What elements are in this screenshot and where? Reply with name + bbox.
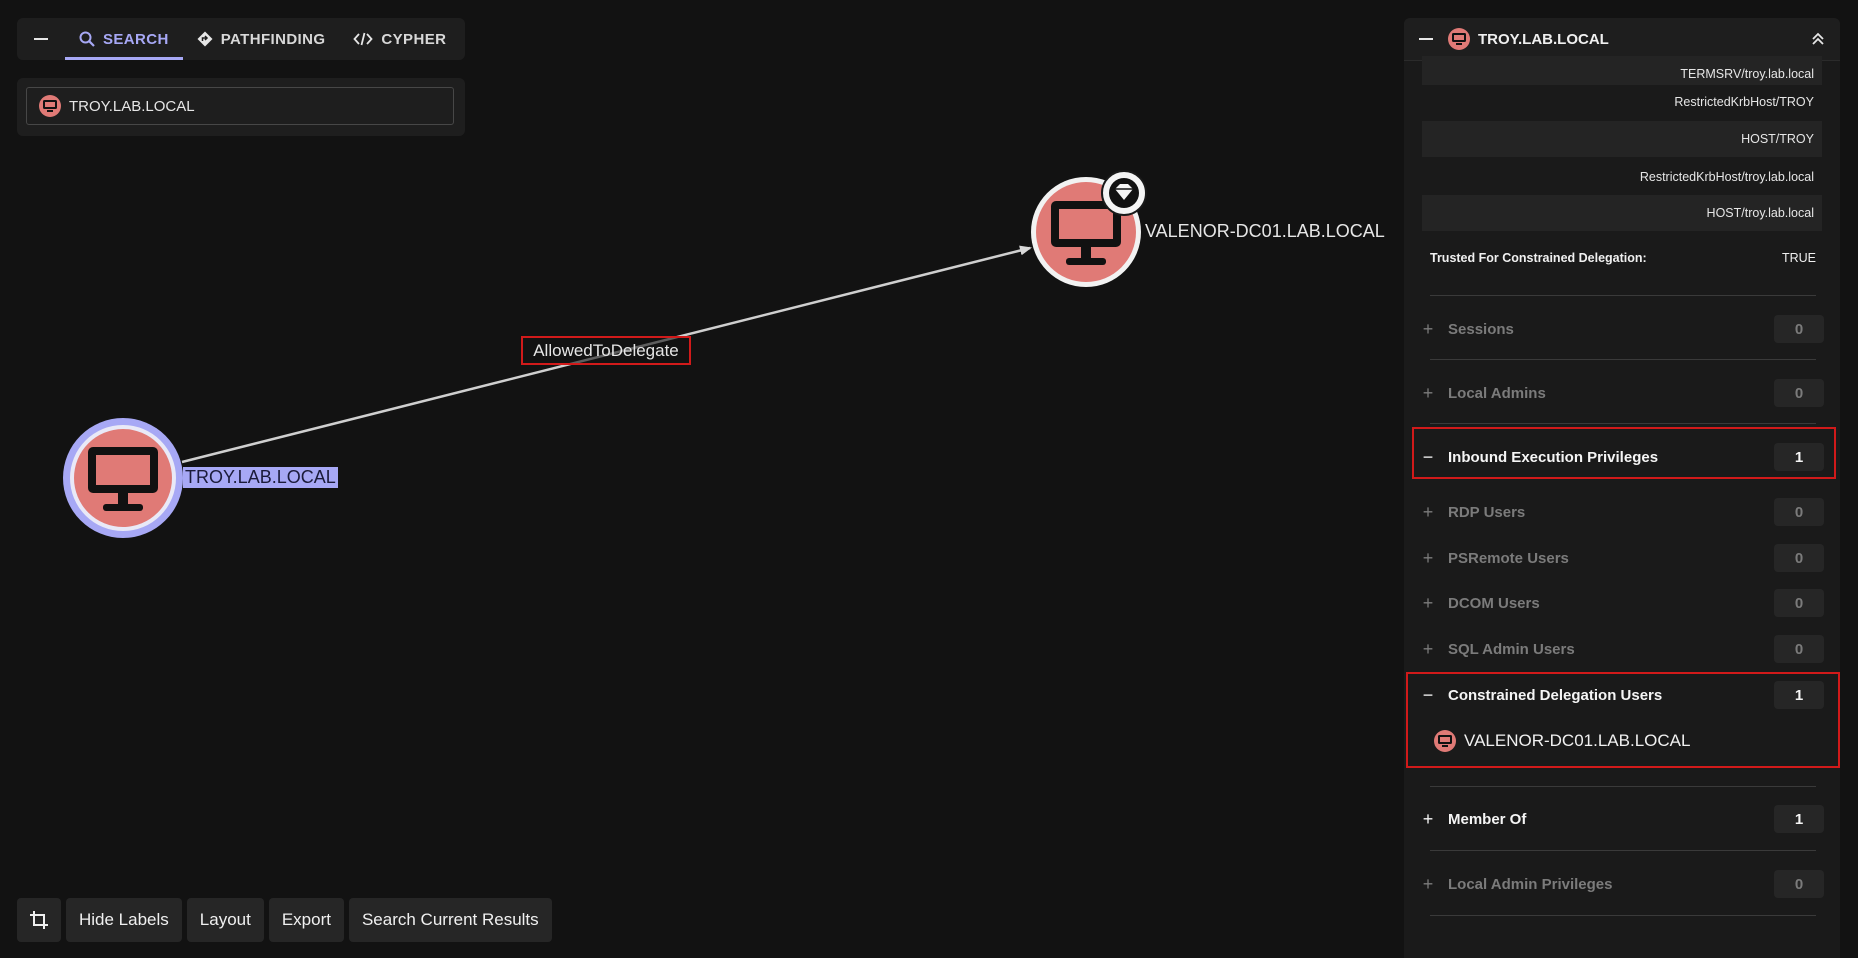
node-troy[interactable] — [63, 418, 183, 538]
section-sql-admin-users[interactable]: + SQL Admin Users 0 — [1404, 629, 1840, 669]
section-psremote-users[interactable]: + PSRemote Users 0 — [1404, 538, 1840, 578]
entity-panel: TROY.LAB.LOCAL TERMSRV/troy.lab.local Re… — [1404, 18, 1840, 958]
spn-row: RestrictedKrbHost/TROY — [1674, 95, 1814, 109]
diamond-badge-icon — [1101, 170, 1147, 216]
section-label: Inbound Execution Privileges — [1448, 448, 1659, 466]
divider — [1430, 295, 1816, 296]
section-count: 1 — [1774, 681, 1824, 709]
code-icon — [353, 32, 374, 46]
spn-row: RestrictedKrbHost/troy.lab.local — [1639, 170, 1814, 184]
chevron-double-up-icon — [1812, 32, 1824, 45]
edge-label[interactable]: AllowedToDelegate — [521, 336, 691, 365]
section-count: 0 — [1774, 379, 1824, 407]
computer-icon — [1434, 730, 1456, 752]
search-icon — [79, 31, 95, 47]
hide-labels-button[interactable]: Hide Labels — [66, 898, 182, 942]
minus-icon: − — [1422, 684, 1434, 705]
minus-icon — [1419, 38, 1433, 40]
section-count: 0 — [1774, 589, 1824, 617]
plus-icon: + — [1422, 873, 1434, 894]
search-input[interactable]: TROY.LAB.LOCAL — [26, 87, 454, 125]
section-count: 1 — [1774, 443, 1824, 471]
section-count: 0 — [1774, 870, 1824, 898]
collapse-all-button[interactable] — [1796, 32, 1840, 46]
edge-label-text: AllowedToDelegate — [533, 340, 679, 360]
graph-canvas[interactable]: TROY.LAB.LOCAL VALENOR-DC01.LAB.LOCAL Al… — [0, 0, 1400, 958]
plus-icon: + — [1422, 638, 1434, 659]
section-count: 1 — [1774, 805, 1824, 833]
section-count: 0 — [1774, 498, 1824, 526]
section-rdp-users[interactable]: + RDP Users 0 — [1404, 492, 1840, 532]
section-local-admin-privileges[interactable]: + Local Admin Privileges 0 — [1404, 864, 1840, 904]
crop-button[interactable] — [17, 898, 61, 942]
divider — [1430, 359, 1816, 360]
spn-row: HOST/TROY — [1422, 121, 1822, 157]
section-label: RDP Users — [1448, 503, 1526, 521]
spn-row: TERMSRV/troy.lab.local — [1422, 56, 1822, 85]
export-button[interactable]: Export — [268, 898, 344, 942]
tab-cypher[interactable]: CYPHER — [339, 18, 460, 60]
section-label: Local Admin Privileges — [1448, 875, 1613, 893]
computer-icon — [39, 95, 61, 117]
layout-button[interactable]: Layout — [186, 898, 264, 942]
computer-icon — [1051, 201, 1121, 265]
tab-pathfinding[interactable]: PATHFINDING — [183, 18, 340, 60]
node-label-valenor-dc01: VALENOR-DC01.LAB.LOCAL — [1145, 221, 1385, 241]
panel-title: TROY.LAB.LOCAL — [1478, 30, 1609, 48]
search-card: SEARCH PATHFINDING CYPHER — [17, 18, 465, 60]
graph-toolbar: Hide Labels Layout Export Search Current… — [17, 898, 552, 942]
trusted-delegation-label: Trusted For Constrained Delegation: — [1430, 251, 1647, 265]
plus-icon: + — [1422, 592, 1434, 613]
computer-icon — [1448, 28, 1470, 50]
collapse-panel-button[interactable] — [1404, 18, 1448, 60]
divider — [1430, 915, 1816, 916]
section-dcom-users[interactable]: + DCOM Users 0 — [1404, 583, 1840, 623]
tab-pathfinding-label: PATHFINDING — [220, 30, 326, 48]
section-count: 0 — [1774, 315, 1824, 343]
divider — [1430, 786, 1816, 787]
divider — [1430, 850, 1816, 851]
section-label: Member Of — [1448, 810, 1527, 828]
section-label: Sessions — [1448, 320, 1514, 338]
section-label: Constrained Delegation Users — [1448, 686, 1663, 704]
section-label: Local Admins — [1448, 384, 1546, 402]
section-label: PSRemote Users — [1448, 549, 1569, 567]
plus-icon: + — [1422, 318, 1434, 339]
graph-svg — [63, 170, 1147, 538]
minus-icon: − — [1422, 446, 1434, 467]
tab-search-label: SEARCH — [103, 30, 169, 48]
search-input-card: TROY.LAB.LOCAL — [17, 78, 465, 136]
pathfinding-icon — [197, 31, 213, 47]
computer-icon — [88, 447, 158, 511]
constrained-delegation-user-label: VALENOR-DC01.LAB.LOCAL — [1464, 731, 1691, 750]
section-count: 0 — [1774, 635, 1824, 663]
tab-cypher-label: CYPHER — [381, 30, 447, 48]
plus-icon: + — [1422, 382, 1434, 403]
section-sessions[interactable]: + Sessions 0 — [1404, 309, 1840, 349]
section-local-admins[interactable]: + Local Admins 0 — [1404, 373, 1840, 413]
search-input-value: TROY.LAB.LOCAL — [69, 97, 195, 115]
plus-icon: + — [1422, 808, 1434, 829]
collapse-search-button[interactable] — [17, 18, 65, 60]
constrained-delegation-user-item[interactable]: VALENOR-DC01.LAB.LOCAL — [1434, 730, 1690, 752]
section-constrained-delegation-users[interactable]: − Constrained Delegation Users 1 — [1404, 675, 1840, 715]
plus-icon: + — [1422, 501, 1434, 522]
trusted-delegation-row: Trusted For Constrained Delegation: TRUE — [1430, 251, 1816, 265]
panel-header: TROY.LAB.LOCAL — [1404, 18, 1840, 61]
divider — [1430, 423, 1816, 424]
trusted-delegation-value: TRUE — [1781, 251, 1816, 265]
minus-icon — [34, 38, 48, 40]
crop-icon — [30, 911, 48, 929]
section-inbound-execution-privileges[interactable]: − Inbound Execution Privileges 1 — [1404, 437, 1840, 477]
tab-search[interactable]: SEARCH — [65, 18, 183, 60]
node-valenor-dc01[interactable] — [1031, 170, 1147, 287]
section-label: DCOM Users — [1448, 594, 1540, 612]
section-label: SQL Admin Users — [1448, 640, 1575, 658]
spn-row: HOST/troy.lab.local — [1422, 195, 1822, 231]
node-label-troy: TROY.LAB.LOCAL — [183, 467, 338, 488]
section-count: 0 — [1774, 544, 1824, 572]
plus-icon: + — [1422, 547, 1434, 568]
search-current-results-button[interactable]: Search Current Results — [348, 898, 552, 942]
section-member-of[interactable]: + Member Of 1 — [1404, 799, 1840, 839]
